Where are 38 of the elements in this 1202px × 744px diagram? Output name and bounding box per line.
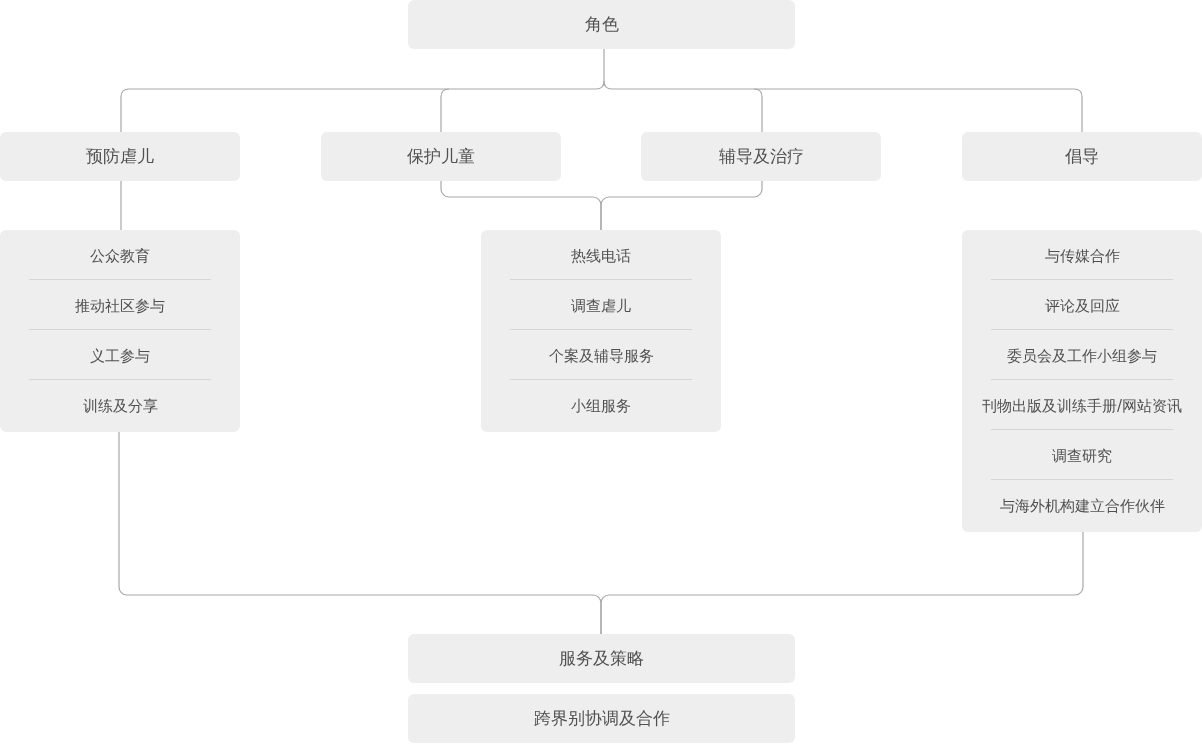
list-item-text: 与传媒合作 <box>1044 247 1120 265</box>
list-panel <box>481 230 721 432</box>
process-box <box>408 0 795 49</box>
process-box <box>962 132 1202 181</box>
list-item-text: 调查研究 <box>1052 447 1112 465</box>
connector-line <box>448 80 605 90</box>
list-item-text: 与海外机构建立合作伙伴 <box>999 497 1165 515</box>
list-item-text: 推动社区参与 <box>75 297 165 315</box>
list-item-text: 公众教育 <box>90 247 150 265</box>
list-item-text: 热线电话 <box>571 247 631 265</box>
list-item-text: 委员会及工作小组参与 <box>1007 347 1157 365</box>
node-label: 预防虐儿 <box>86 146 154 167</box>
node-label: 跨界别协调及合作 <box>533 708 670 729</box>
process-box <box>0 132 240 181</box>
list-item-text: 刊物出版及训练手册/网站资讯 <box>981 397 1183 415</box>
node-label: 辅导及治疗 <box>718 146 804 167</box>
node-label: 保护儿童 <box>407 146 475 167</box>
node-label: 倡导 <box>1065 146 1099 167</box>
connector-line <box>120 180 122 231</box>
list-item-text: 个案及辅导服务 <box>548 347 654 365</box>
connector-line <box>120 88 450 133</box>
process-box <box>321 132 561 181</box>
node-label: 服务及策略 <box>559 648 644 669</box>
list-panel <box>962 230 1202 532</box>
list-panel <box>0 230 240 432</box>
connector-line <box>603 80 755 90</box>
list-item-text: 义工参与 <box>90 347 150 365</box>
connector-line <box>753 88 1083 133</box>
process-box <box>641 132 881 181</box>
list-item-text: 调查虐儿 <box>571 297 631 315</box>
list-item-text: 评论及回应 <box>1044 297 1120 315</box>
connector-line <box>600 180 763 231</box>
connector-line <box>603 48 605 82</box>
connector-line <box>600 531 1084 635</box>
process-box <box>408 634 795 683</box>
node-label: 角色 <box>584 14 619 35</box>
list-item-text: 训练及分享 <box>82 397 158 415</box>
list-item-text: 小组服务 <box>571 397 631 415</box>
